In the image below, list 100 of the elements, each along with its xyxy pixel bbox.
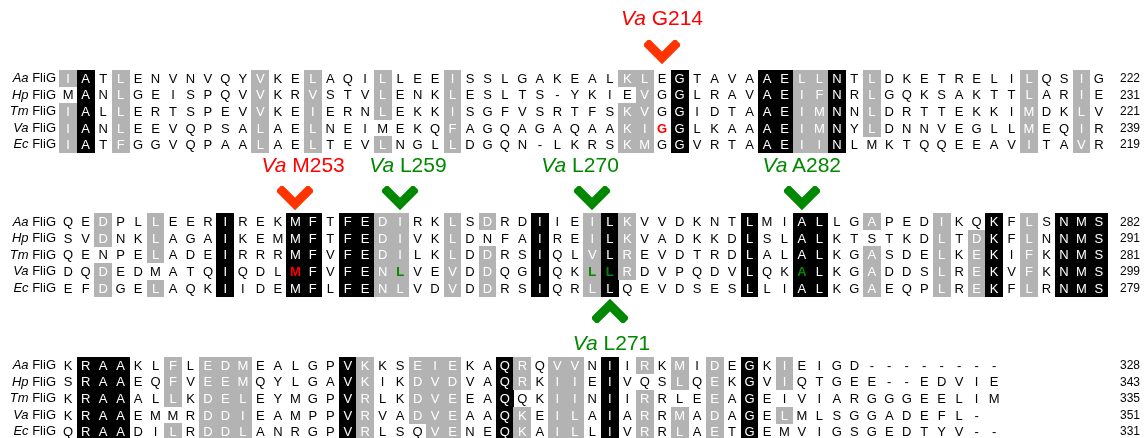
shaded-residue: K — [985, 213, 1004, 231]
shaded-residue: L — [111, 86, 130, 104]
shaded-residue: L — [932, 246, 951, 264]
residue: G — [184, 229, 197, 247]
residue: R — [411, 213, 424, 231]
residue: A — [656, 229, 668, 247]
residue: A — [552, 119, 563, 137]
residue: G — [533, 119, 546, 137]
shaded-residue: L — [1020, 86, 1038, 104]
residue: L — [989, 119, 999, 137]
residue: P — [202, 86, 214, 104]
residue: A — [726, 389, 738, 407]
residue: Q — [62, 246, 75, 264]
shaded-residue: G — [670, 86, 689, 104]
residue: E — [691, 389, 703, 407]
residue: M — [61, 86, 75, 104]
residue: K — [569, 136, 581, 154]
residue: I — [152, 423, 159, 438]
residue: D — [883, 69, 895, 87]
residue: Y — [849, 119, 860, 137]
residue: K — [831, 279, 843, 297]
residue: D — [464, 246, 476, 264]
residue: E — [953, 136, 965, 154]
residue: - — [990, 356, 998, 374]
shaded-residue: I — [530, 246, 549, 264]
shaded-residue: D — [94, 263, 113, 280]
residue: V — [726, 263, 738, 280]
shaded-residue: A — [758, 86, 776, 104]
shaded-residue: L — [932, 263, 951, 280]
residue: A — [744, 119, 755, 137]
residue: V — [726, 69, 738, 87]
position-number: 343 — [1119, 375, 1140, 388]
shaded-residue: A — [94, 356, 113, 374]
position-number: 222 — [1119, 72, 1140, 84]
residue: A — [272, 356, 284, 374]
residue: F — [1006, 279, 1017, 297]
residue: V — [324, 246, 336, 264]
residue: E — [202, 246, 214, 264]
residue: A — [167, 279, 179, 297]
residue: D — [464, 263, 476, 280]
residue: D — [1040, 102, 1053, 120]
residue: G — [516, 263, 529, 280]
residue: Q — [551, 246, 564, 264]
residue: I — [624, 356, 631, 374]
residue: Q — [918, 136, 931, 154]
shaded-residue: A — [94, 373, 113, 391]
shaded-residue: F — [338, 213, 357, 231]
residue: Y — [936, 423, 947, 438]
residue: K — [1041, 246, 1052, 264]
residue: K — [132, 229, 144, 247]
residue: D — [901, 246, 913, 264]
shaded-residue: A — [793, 246, 811, 264]
residue: A — [517, 119, 528, 137]
sequence-name: Aa FliG — [12, 71, 56, 84]
shaded-residue: L — [373, 86, 392, 104]
residue: P — [202, 102, 214, 120]
sequence-name: Va FliG — [13, 120, 56, 134]
residue: E — [412, 69, 423, 87]
residue: A — [691, 406, 703, 424]
residue: L — [587, 423, 597, 438]
residue: L — [150, 389, 161, 407]
residue: E — [883, 423, 895, 438]
position-number: 351 — [1119, 408, 1140, 421]
residue: T — [569, 102, 580, 120]
residue: M — [376, 119, 390, 137]
shaded-residue: E — [967, 263, 986, 280]
residue: V — [761, 373, 773, 391]
residue: G — [306, 423, 319, 438]
shaded-residue: M — [286, 246, 305, 264]
shaded-residue: I — [775, 373, 794, 391]
shaded-residue: D — [967, 229, 986, 247]
residue: D — [848, 356, 861, 374]
residue: E — [901, 213, 913, 231]
shaded-residue: I — [1072, 86, 1091, 104]
residue: E — [656, 69, 668, 87]
residue: V — [796, 423, 808, 438]
shaded-residue: K — [356, 373, 375, 391]
residue: R — [499, 213, 511, 231]
residue: A — [744, 69, 755, 87]
residue: V — [744, 86, 755, 104]
position-number: 282 — [1119, 215, 1140, 228]
residue: G — [865, 423, 878, 438]
residue: V — [517, 102, 528, 120]
residue: V — [167, 119, 179, 137]
residue: V — [237, 102, 249, 120]
residue: A — [220, 136, 231, 154]
shaded-residue: E — [356, 246, 375, 264]
residue: A — [534, 69, 546, 87]
sequence-name: Ec FliG — [13, 280, 56, 294]
residue: V — [691, 136, 703, 154]
shaded-residue: L — [146, 246, 165, 264]
shaded-residue: R — [618, 263, 637, 280]
residue: P — [202, 119, 214, 137]
residue: M — [288, 406, 302, 424]
residue: E — [289, 136, 301, 154]
residue: V — [656, 246, 668, 264]
residue: K — [394, 389, 406, 407]
shaded-residue: L — [670, 423, 689, 438]
residue: N — [114, 229, 127, 247]
sequence-name: Ec FliG — [13, 137, 56, 151]
